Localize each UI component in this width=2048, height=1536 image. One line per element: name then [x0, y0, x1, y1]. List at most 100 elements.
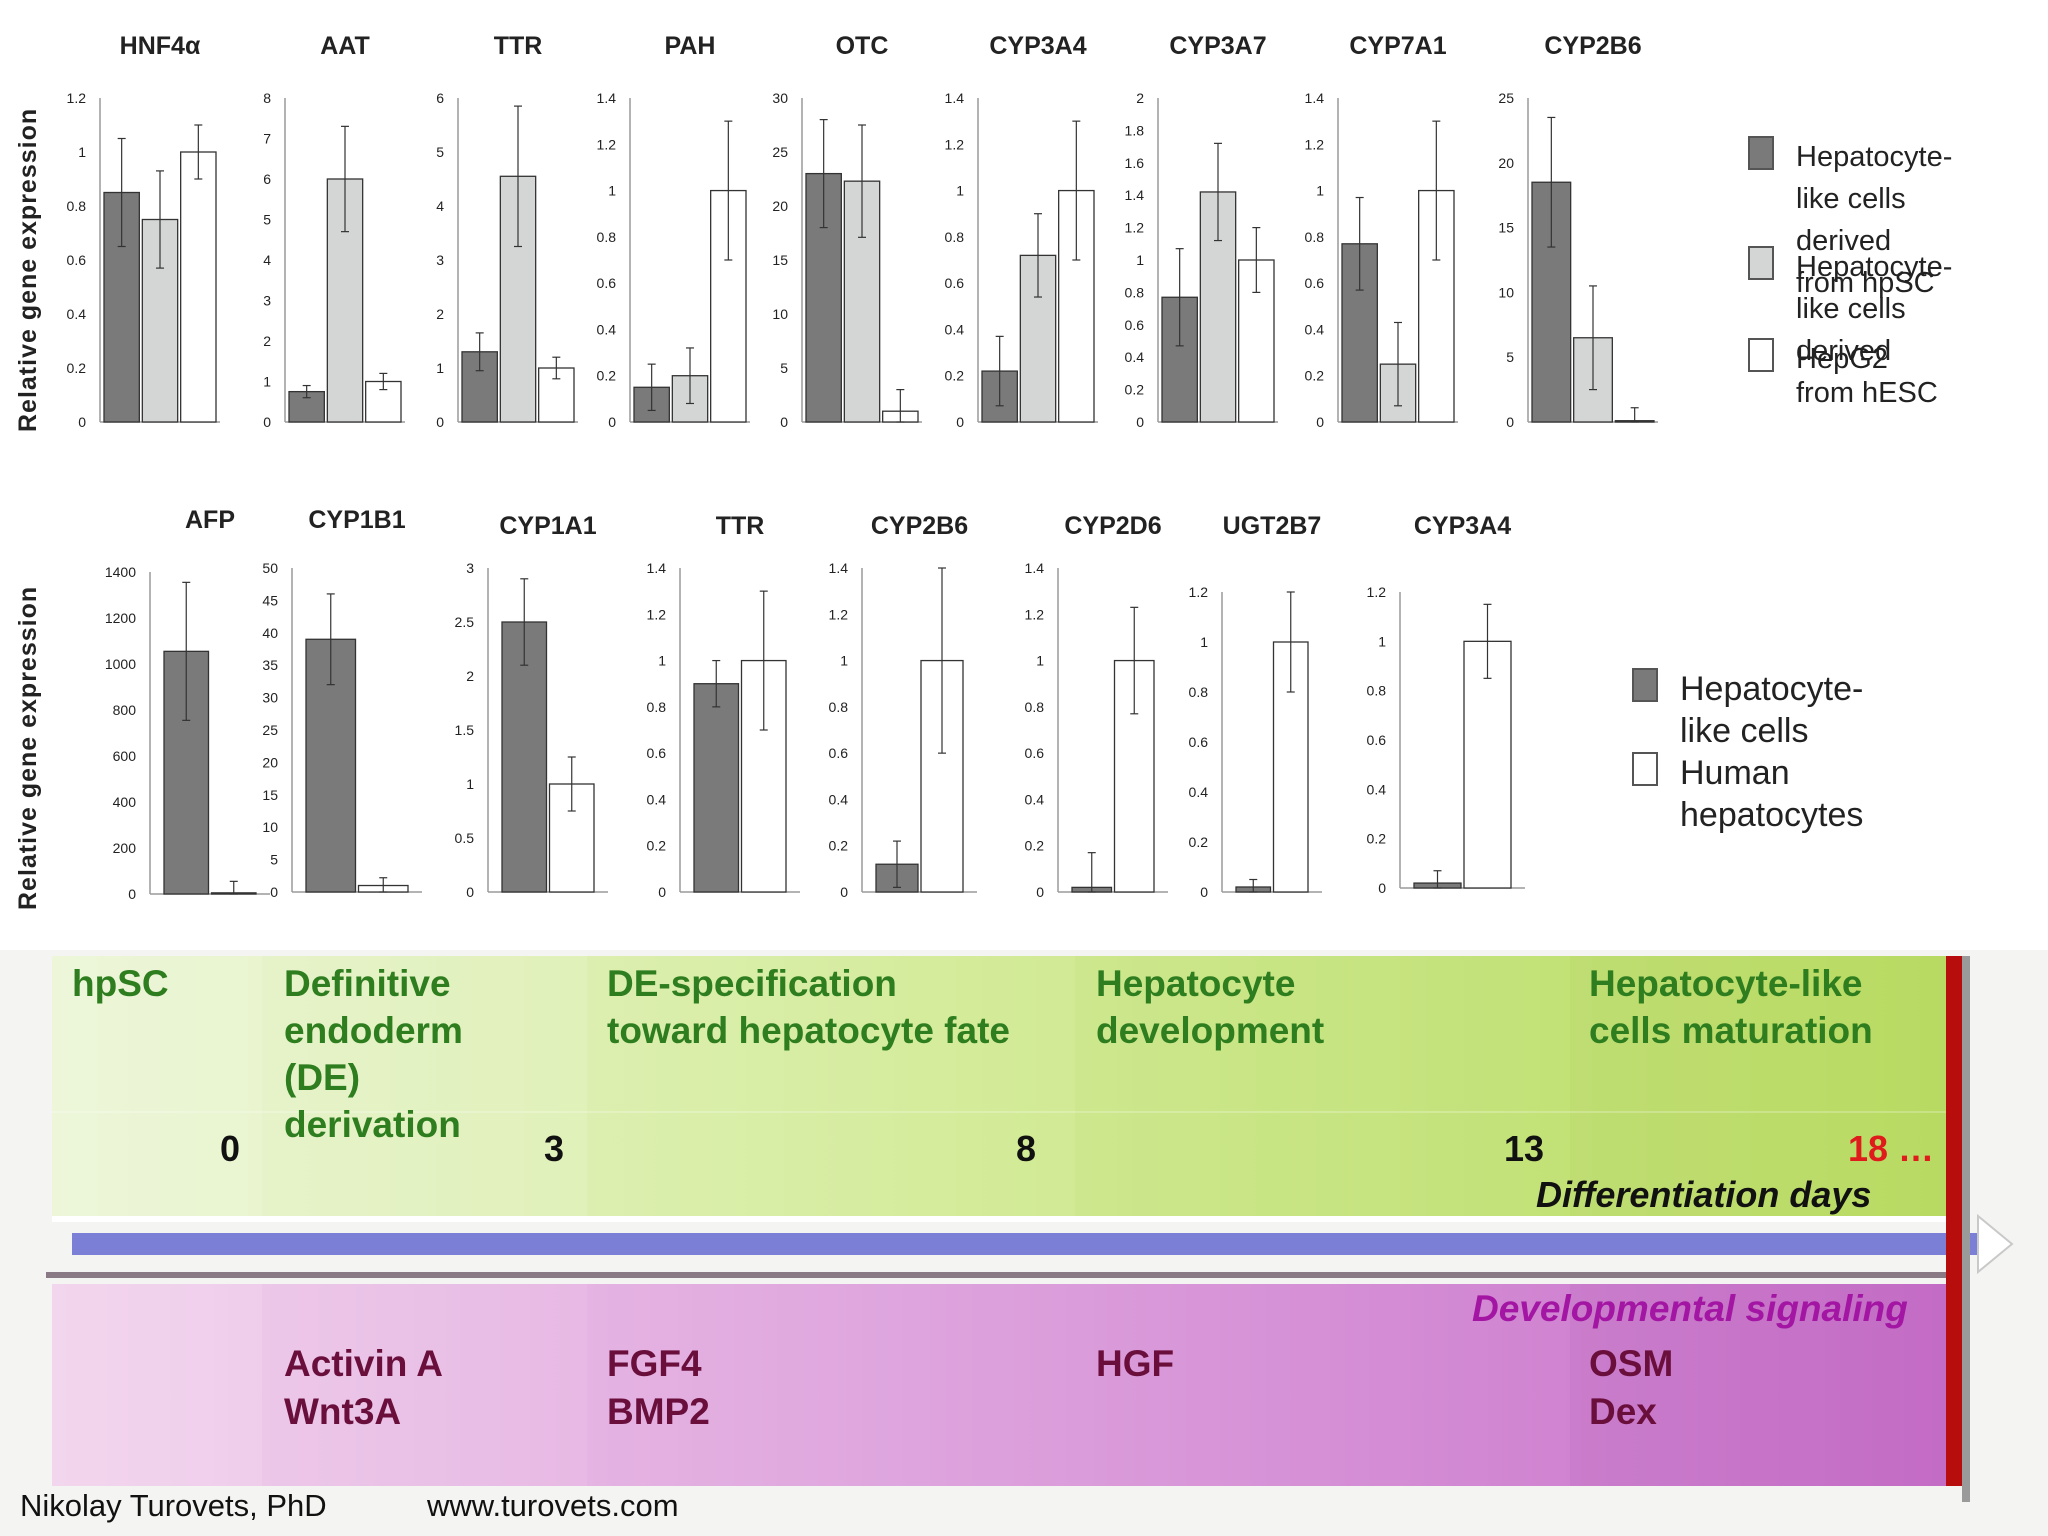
factor-osm-dex: OSM Dex [1589, 1343, 1674, 1432]
chart-title: TTR [716, 512, 765, 540]
tick-label: 1.5 [455, 722, 475, 738]
author-name: Nikolay Turovets, PhD [20, 1488, 327, 1523]
tick-label: 1 [1036, 653, 1044, 669]
tick-label: 1.2 [1125, 220, 1145, 236]
tick-label: 0.4 [597, 321, 617, 337]
tick-label: 1.2 [829, 606, 849, 622]
tick-label: 10 [772, 306, 788, 322]
tick-label: 1.4 [597, 90, 617, 106]
tick-label: 1.4 [1025, 560, 1045, 576]
tick-label: 1.4 [1125, 187, 1145, 203]
tick-label: 1.2 [647, 606, 667, 622]
chart-title: CYP7A1 [1349, 32, 1446, 60]
chart-title: AFP [185, 506, 235, 534]
tick-label: 1000 [105, 656, 136, 672]
bar [1463, 640, 1512, 889]
chart-title: CYP2B6 [1544, 32, 1641, 60]
tick-label: 0 [608, 414, 616, 430]
tick-label: 1.2 [945, 136, 965, 152]
tick-label: 5 [263, 212, 271, 228]
tick-label: 1.2 [1367, 584, 1387, 600]
tick-label: 0 [1036, 884, 1044, 900]
legend-item-hesc: Hepatocyte-like cells derived from hESC [1748, 246, 1952, 414]
tick-label: 0.4 [1367, 781, 1387, 797]
tick-label: 25 [1498, 90, 1514, 106]
tick-label: 600 [113, 748, 137, 764]
bar [501, 621, 548, 893]
tick-label: 5 [436, 144, 444, 160]
tick-label: 0.4 [829, 791, 849, 807]
tick-label: 0.8 [1305, 229, 1325, 245]
tick-label: 7 [263, 131, 271, 147]
day-0: 0 [220, 1128, 241, 1169]
chart-title: PAH [665, 32, 716, 60]
tick-label: 0.6 [945, 275, 965, 291]
tick-label: 0 [78, 414, 86, 430]
tick-label: 2 [466, 668, 474, 684]
chart-title: CYP3A4 [1414, 512, 1511, 540]
tick-label: 0.4 [945, 321, 965, 337]
tick-label: 30 [262, 690, 278, 706]
tick-label: 1 [78, 144, 86, 160]
tick-label: 0.2 [67, 360, 87, 376]
tick-label: 0.8 [829, 699, 849, 715]
tick-label: 2 [1136, 90, 1144, 106]
chart-title: UGT2B7 [1223, 512, 1322, 540]
legend-label: HepG2 [1796, 343, 1888, 375]
tick-label: 8 [263, 90, 271, 106]
tick-label: 0.8 [945, 229, 965, 245]
tick-label: 800 [113, 702, 137, 718]
website-link[interactable]: www.turovets.com [427, 1488, 679, 1523]
tick-label: 1.2 [1189, 584, 1209, 600]
tick-label: 0.6 [1025, 745, 1045, 761]
chart-title: CYP3A7 [1169, 32, 1266, 60]
tick-label: 25 [262, 722, 278, 738]
tick-label: 0.2 [1025, 838, 1045, 854]
tick-label: 10 [1498, 284, 1514, 300]
tick-label: 45 [262, 592, 278, 608]
phase-maturation: Hepatocyte-like cells maturation [1589, 963, 1873, 1051]
bar [141, 218, 179, 423]
tick-label: 2.5 [455, 614, 475, 630]
chart-title: CYP3A4 [989, 32, 1086, 60]
day-3: 3 [544, 1128, 565, 1169]
tick-label: 1.2 [1305, 136, 1325, 152]
tick-label: 15 [772, 252, 788, 268]
tick-label: 0.2 [1305, 368, 1325, 384]
tick-label: 0.8 [1125, 284, 1145, 300]
tick-label: 0 [840, 884, 848, 900]
tick-label: 1 [956, 183, 964, 199]
tick-label: 0 [956, 414, 964, 430]
tick-label: 0.6 [597, 275, 617, 291]
chart-title: TTR [494, 32, 543, 60]
chart-title: AAT [320, 32, 370, 60]
tick-label: 1.4 [945, 90, 965, 106]
tick-label: 0.2 [1367, 831, 1387, 847]
tick-label: 1 [263, 374, 271, 390]
factor-fgf4-bmp2: FGF4 BMP2 [607, 1343, 710, 1432]
tick-label: 0 [658, 884, 666, 900]
phase-definitive-endoderm: Definitive endoderm (DE) derivation [284, 963, 463, 1145]
day-18: 18 … [1848, 1128, 1935, 1169]
tick-label: 200 [113, 840, 137, 856]
tick-label: 0.6 [1125, 317, 1145, 333]
tick-label: 0.2 [597, 368, 617, 384]
tick-label: 3 [263, 293, 271, 309]
chart-title: HNF4α [120, 32, 201, 60]
legend-item-hepatocyte-like: Hepatocyte-like cells [1632, 668, 1863, 752]
tick-label: 1 [1378, 633, 1386, 649]
chart-title: CYP2B6 [871, 512, 968, 540]
phase-hpsc: hpSC [72, 963, 169, 1004]
tick-label: 30 [772, 90, 788, 106]
tick-label: 0.6 [829, 745, 849, 761]
bar [1113, 659, 1155, 893]
chart-title: CYP2D6 [1064, 512, 1161, 540]
tick-label: 4 [263, 252, 271, 268]
tick-label: 1 [658, 653, 666, 669]
tick-label: 0.4 [1189, 784, 1209, 800]
chart-title: CYP1A1 [499, 512, 596, 540]
tick-label: 40 [262, 625, 278, 641]
legend-swatch-light [1748, 246, 1774, 280]
tick-label: 0 [128, 886, 136, 902]
developmental-signaling-caption: Developmental signaling [1472, 1288, 1908, 1329]
